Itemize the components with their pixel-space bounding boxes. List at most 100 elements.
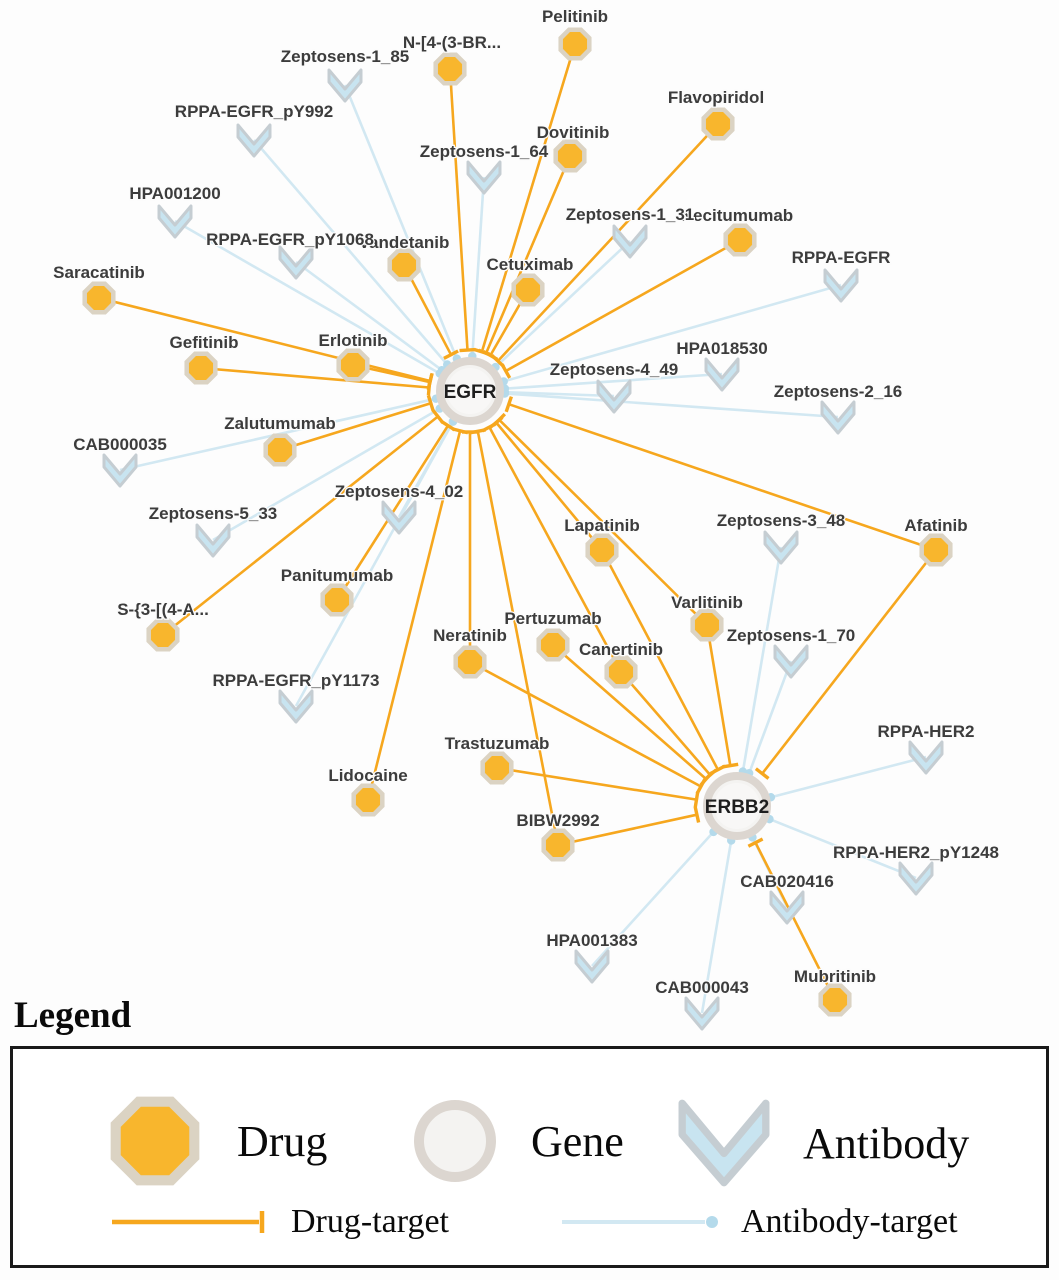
drug-node-trastuzumab[interactable] <box>480 751 514 785</box>
drug-node-saracatinib[interactable] <box>82 281 116 315</box>
antibody-node-cab000043[interactable] <box>684 996 720 1031</box>
antibody-edges-layer <box>119 84 927 1014</box>
node-label-varlitinib: Varlitinib <box>671 593 743 612</box>
drug-node-lapatinib[interactable] <box>585 533 619 567</box>
antibody-node-z1_70[interactable] <box>773 644 809 679</box>
edge-z2_16-egfr <box>500 389 839 419</box>
drug-node-erlotinib[interactable] <box>336 348 370 382</box>
drug-node-flavopiridol[interactable] <box>701 107 735 141</box>
drug-node-n4_3br[interactable] <box>433 52 467 86</box>
legend-box: Drug Gene Antibody Drug-target Antibody-… <box>10 1046 1049 1268</box>
node-label-cetuximab: Cetuximab <box>487 255 574 274</box>
legend-title: Legend <box>14 995 132 1036</box>
drug-node-afatinib[interactable] <box>919 533 953 567</box>
antibody-node-rppa_her2_py1248[interactable] <box>898 861 934 896</box>
node-label-lidocaine: Lidocaine <box>328 766 407 785</box>
nodes-layer: EGFR ERBB2 <box>82 27 953 1031</box>
edge-z1_85-egfr <box>343 84 461 363</box>
edge-necitumumab-egfr <box>500 238 741 379</box>
drug-node-mubritinib[interactable] <box>818 983 852 1017</box>
edge-z4_49-egfr <box>500 388 615 398</box>
node-label-cab020416: CAB020416 <box>740 872 834 891</box>
gene-icon <box>414 1100 496 1182</box>
antibody-node-z1_31[interactable] <box>612 224 648 259</box>
node-label-mubritinib: Mubritinib <box>794 967 876 986</box>
antibody-node-z4_49[interactable] <box>596 379 632 414</box>
drug-node-gefitinib[interactable] <box>184 351 218 385</box>
antibody-node-rppa_her2[interactable] <box>908 740 944 775</box>
antibody-node-z3_48[interactable] <box>763 530 799 565</box>
edge-gefitinib-egfr <box>200 366 432 396</box>
drug-node-cetuximab[interactable] <box>511 273 545 307</box>
drug-node-s3_4a[interactable] <box>146 618 180 652</box>
antibody-node-rppa_py1173[interactable] <box>278 689 314 724</box>
drug-node-canertinib[interactable] <box>604 655 638 689</box>
edge-z1_31-egfr <box>491 240 631 372</box>
antibody-icon <box>678 1099 770 1187</box>
edge-canertinib-egfr <box>481 421 623 673</box>
node-label-rppa_py1068: RPPA-EGFR_pY1068 <box>206 230 374 249</box>
node-label-panitumumab: Panitumumab <box>281 566 393 585</box>
node-label-neratinib: Neratinib <box>433 626 507 645</box>
node-label-rppa_py1173: RPPA-EGFR_pY1173 <box>213 671 380 690</box>
node-label-rppa_egfr: RPPA-EGFR <box>792 248 891 267</box>
legend-item-antibody: Antibody <box>671 1097 969 1189</box>
drug-node-zalutumumab[interactable] <box>263 433 297 467</box>
legend-item-gene: Gene <box>405 1091 624 1191</box>
edge-pertuzumab-erbb2 <box>552 644 713 787</box>
node-label-z1_70: Zeptosens-1_70 <box>727 626 856 645</box>
antibody-node-cab020416[interactable] <box>769 890 805 925</box>
drug-node-panitumumab[interactable] <box>320 583 354 617</box>
antibody-target-edge-icon <box>562 1216 718 1228</box>
node-label-z1_85: Zeptosens-1_85 <box>281 47 410 66</box>
edge-lapatinib-egfr <box>488 416 604 551</box>
node-label-dovitinib: Dovitinib <box>537 123 610 142</box>
antibody-node-rppa_egfr[interactable] <box>823 268 859 303</box>
edge-n4_3br-egfr <box>448 68 476 353</box>
antibody-node-hpa001383[interactable] <box>574 949 610 984</box>
antibody-node-z5_33[interactable] <box>195 523 231 558</box>
edge-z1_70-erbb2 <box>745 660 793 778</box>
edge-z1_64-egfr <box>468 176 486 361</box>
drug-node-vandetanib[interactable] <box>387 248 421 282</box>
drug-node-varlitinib[interactable] <box>690 608 724 642</box>
node-label-n4_3br: N-[4-(3-BR... <box>403 33 501 52</box>
antibody-node-z2_16[interactable] <box>820 400 856 435</box>
edge-afatinib-egfr <box>504 396 937 552</box>
drug-node-dovitinib[interactable] <box>553 139 587 173</box>
antibody-node-z1_64[interactable] <box>466 160 502 195</box>
antibody-node-hpa001200[interactable] <box>157 204 193 239</box>
node-label-canertinib: Canertinib <box>579 640 663 659</box>
legend-item-drug-target: Drug-target <box>109 1203 449 1241</box>
edge-cab000043-erbb2 <box>700 836 736 1014</box>
gene-body <box>447 368 493 414</box>
drug-node-necitumumab[interactable] <box>723 223 757 257</box>
node-label-z1_64: Zeptosens-1_64 <box>420 142 549 161</box>
edge-hpa001383-erbb2 <box>591 827 718 967</box>
drug-node-pertuzumab[interactable] <box>536 628 570 662</box>
antibody-node-z4_02[interactable] <box>381 500 417 535</box>
drug-node-bibw2992[interactable] <box>541 828 575 862</box>
antibody-node-z1_85[interactable] <box>327 68 363 103</box>
antibody-node-cab000035[interactable] <box>102 453 138 488</box>
antibody-node-hpa018530[interactable] <box>704 357 740 392</box>
antibody-node-rppa_py1068[interactable] <box>278 245 314 280</box>
node-label-bibw2992: BIBW2992 <box>516 811 599 830</box>
drug-node-pelitinib[interactable] <box>558 27 592 61</box>
drug-node-neratinib[interactable] <box>453 645 487 679</box>
drug-icon <box>110 1096 200 1186</box>
gene-node-erbb2[interactable]: ERBB2 <box>703 772 771 840</box>
edge-canertinib-erbb2 <box>620 671 718 782</box>
drug-node-lidocaine[interactable] <box>351 783 385 817</box>
edge-z5_33-egfr <box>212 404 444 542</box>
node-label-z3_48: Zeptosens-3_48 <box>717 511 846 530</box>
antibody-node-rppa_py992[interactable] <box>236 123 272 158</box>
edge-lidocaine-egfr <box>366 427 469 801</box>
node-label-gefitinib: Gefitinib <box>170 333 239 352</box>
node-label-z1_31: Zeptosens-1_31 <box>566 205 695 224</box>
node-label-cab000043: CAB000043 <box>655 978 749 997</box>
gene-node-egfr[interactable]: EGFR <box>436 357 504 425</box>
labels-layer: PelitinibN-[4-(3-BR...DovitinibFlavopiri… <box>52 6 1000 999</box>
drug-target-edge-icon <box>112 1211 265 1233</box>
legend-item-drug: Drug <box>99 1085 327 1197</box>
